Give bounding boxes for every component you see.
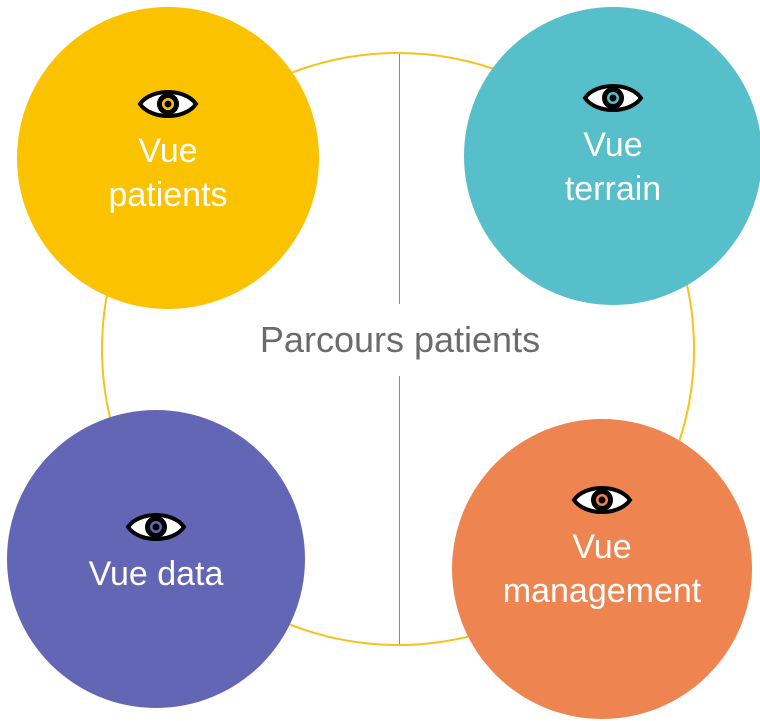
divider-line-bottom [399, 376, 400, 644]
node-label-line-2: patients [108, 176, 228, 214]
divider-line-top [399, 54, 400, 304]
cycle-ring [101, 52, 695, 646]
node-label-line-2: terrain [564, 170, 662, 208]
eye-icon [125, 513, 187, 541]
node-vue-management: Vue management [452, 419, 752, 719]
node-vue-terrain: Vue terrain [464, 7, 760, 305]
node-label-line-1: Vue [572, 528, 632, 566]
center-label: Parcours patients [259, 319, 541, 360]
node-label-line-1: Vue data [88, 555, 224, 593]
eye-icon [571, 486, 633, 514]
node-label-line-1: Vue [583, 126, 643, 164]
node-vue-data: Vue data [7, 410, 305, 708]
node-label-line-1: Vue [138, 132, 198, 170]
eye-icon [137, 90, 199, 118]
node-label-line-2: management [502, 572, 702, 610]
eye-icon [582, 84, 644, 112]
node-vue-patients: Vue patients [17, 7, 319, 309]
